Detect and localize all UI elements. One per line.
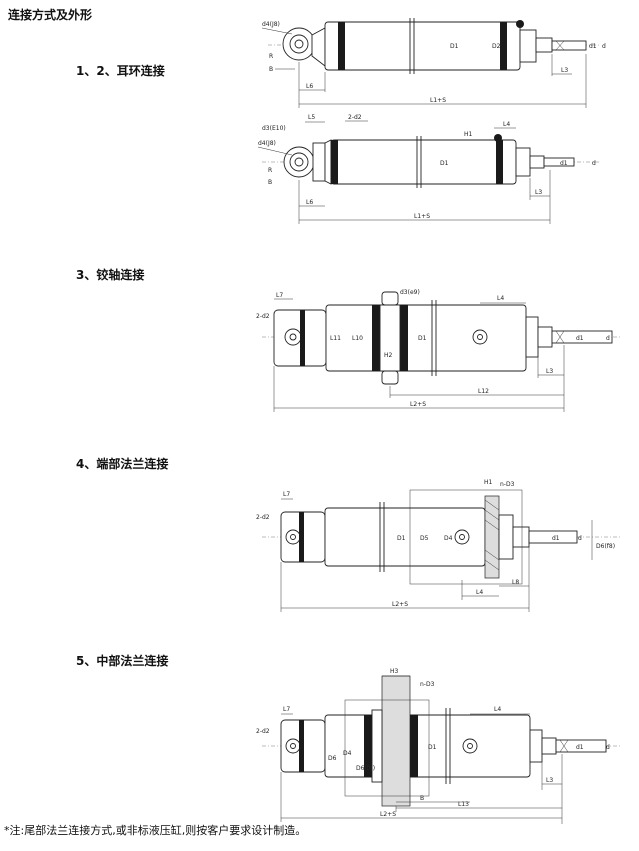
label-l3-2: L3 <box>535 189 542 196</box>
label-l1s: L1+S <box>430 97 446 104</box>
drawing-middle-flange: H3 n-D3 L7 2-d2 D6 D4 D6(f8) D1 L4 d1 d … <box>256 668 620 824</box>
label-d6f8: D6(f8) <box>596 543 615 550</box>
label-l3: L3 <box>561 67 568 74</box>
label-d1-rod-2: d1 <box>560 160 568 167</box>
label-2d2-5: 2-d2 <box>256 728 270 735</box>
label-d6: D6 <box>328 755 337 762</box>
label-b: B <box>269 66 273 73</box>
label-d4-5: D4 <box>343 750 352 757</box>
label-h2: H2 <box>384 352 393 359</box>
label-d1-3: D1 <box>418 335 427 342</box>
label-nd3: n-D3 <box>500 481 515 488</box>
label-l12: L12 <box>478 388 489 395</box>
label-l3-3: L3 <box>546 368 553 375</box>
section-title-end-flange: 4、端部法兰连接 <box>76 457 169 471</box>
label-d1-rod-4: d1 <box>552 535 560 542</box>
label-d1: D1 <box>450 43 459 50</box>
label-l7: L7 <box>276 292 283 299</box>
label-2d2-3: 2-d2 <box>256 313 270 320</box>
label-b-5: B <box>420 795 424 802</box>
label-l6: L6 <box>306 83 313 90</box>
label-d1-5: D1 <box>428 744 437 751</box>
label-h3: H3 <box>390 668 399 675</box>
label-l7-5: L7 <box>283 706 290 713</box>
label-l10: L10 <box>352 335 363 342</box>
cylinder-barrel-2 <box>330 139 517 185</box>
label-l7-4: L7 <box>283 491 290 498</box>
label-d-4: d <box>578 535 582 542</box>
section-title-trunnion: 3、铰轴连接 <box>76 268 145 282</box>
label-d1-rod: d1 <box>589 43 597 50</box>
label-d-2: d <box>592 160 596 167</box>
label-d4: D4 <box>444 535 453 542</box>
label-l5: L5 <box>308 114 315 121</box>
footnote: *注:尾部法兰连接方式,或非标液压缸,则按客户要求设计制造。 <box>4 824 307 837</box>
cylinder-barrel <box>324 21 521 71</box>
label-l2s-5: L2+S <box>380 811 396 818</box>
drawing-trunnion: L7 2-d2 d3(e9) L11 L10 H2 D1 L4 d1 d L3 … <box>256 289 620 412</box>
label-nd3-5: n-D3 <box>420 681 435 688</box>
label-l2s-3: L2+S <box>410 401 426 408</box>
drawing-end-flange: L7 2-d2 D1 D5 D4 H1 n-D3 d1 d D6(f8) L4 … <box>256 479 620 612</box>
label-h1: H1 <box>464 131 473 138</box>
label-d1-4: D1 <box>397 535 406 542</box>
label-l4-4: L4 <box>476 589 483 596</box>
label-d: d <box>602 43 606 50</box>
drawing-ear-ring-1: d4(J8) R B D1 D2 d1 d L6 L3 L1+S <box>261 18 606 108</box>
label-d-3: d <box>606 335 610 342</box>
label-l4-3: L4 <box>497 295 504 302</box>
label-2d2-4: 2-d2 <box>256 514 270 521</box>
label-r-2: R <box>268 167 272 174</box>
label-r: R <box>269 53 273 60</box>
label-d2: D2 <box>492 43 501 50</box>
label-l2s-4: L2+S <box>392 601 408 608</box>
label-d5: D5 <box>420 535 429 542</box>
label-d3: d3(E10) <box>262 125 286 132</box>
label-d1-2: D1 <box>440 160 449 167</box>
label-h1-4: H1 <box>484 479 493 486</box>
drawing-ear-ring-2: d3(E10) d4(J8) R B L5 2-d2 D1 H1 L4 d1 d… <box>257 114 600 224</box>
label-l4: L4 <box>503 121 510 128</box>
label-d1-rod-5: d1 <box>576 744 584 751</box>
label-b-2: B <box>268 179 272 186</box>
label-l8: L8 <box>512 579 519 586</box>
section-title-ear-ring: 1、2、耳环连接 <box>76 64 165 78</box>
label-d3e9: d3(e9) <box>400 289 420 296</box>
label-l11: L11 <box>330 335 341 342</box>
label-d6f8-5: D6(f8) <box>356 765 375 772</box>
section-title-middle-flange: 5、中部法兰连接 <box>76 654 169 668</box>
label-l4-5: L4 <box>494 706 501 713</box>
label-2d2: 2-d2 <box>348 114 362 121</box>
label-d1-rod-3: d1 <box>576 335 584 342</box>
label-l6-2: L6 <box>306 199 313 206</box>
label-d4: d4(J8) <box>262 21 280 28</box>
middle-flange-plate <box>381 675 411 807</box>
label-l3-5: L3 <box>546 777 553 784</box>
label-l1s-2: L1+S <box>414 213 430 220</box>
label-l13: L13 <box>458 801 469 808</box>
label-d4-2: d4(J8) <box>258 140 276 147</box>
label-d-5: d <box>606 744 610 751</box>
page-title: 连接方式及外形 <box>8 8 93 22</box>
